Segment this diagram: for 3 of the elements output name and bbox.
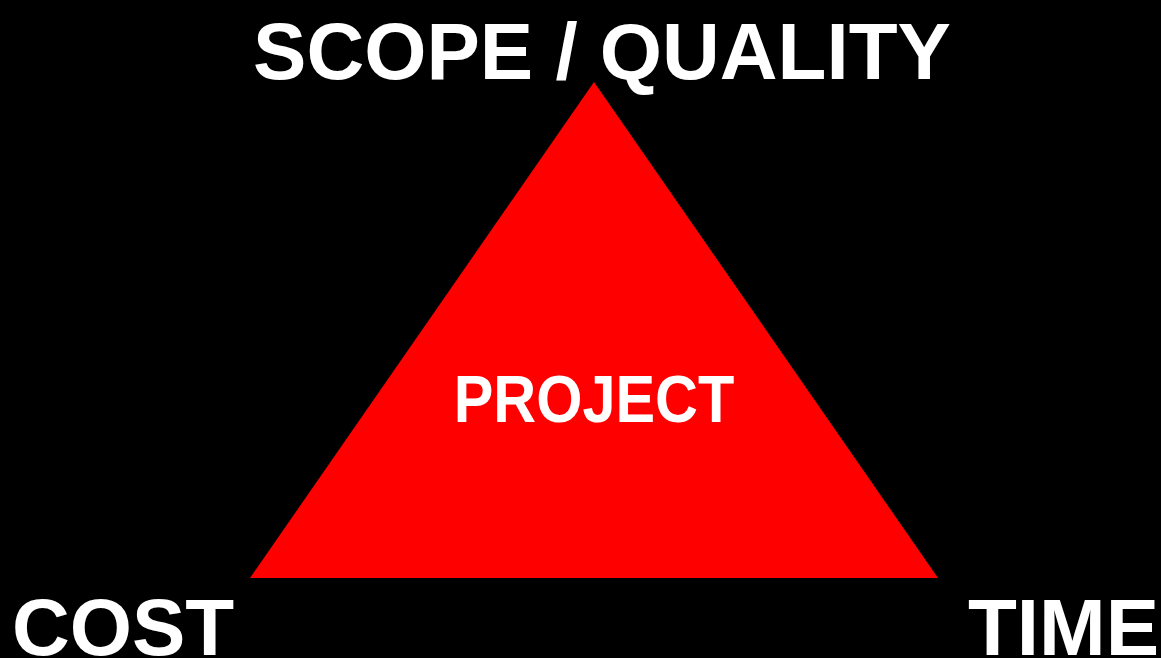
triangle-label: PROJECT	[453, 366, 735, 432]
vertex-label: COST	[12, 588, 235, 658]
vertex-label: TIME	[967, 588, 1159, 658]
